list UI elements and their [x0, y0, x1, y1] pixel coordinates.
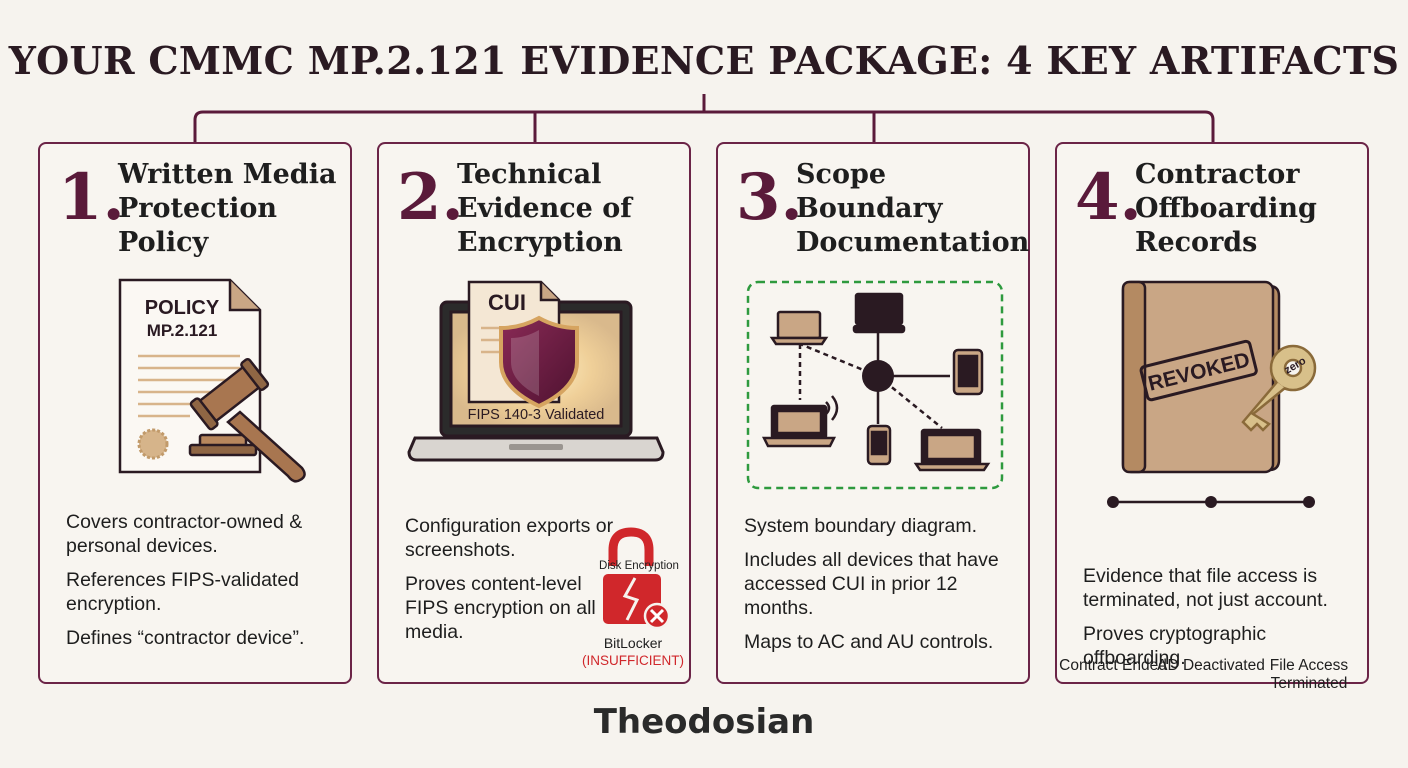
insufficient-label: (INSUFFICIENT) — [582, 653, 684, 668]
bullet: Defines “contractor device”. — [66, 627, 305, 649]
bullet: Proves cryptographic offboarding. — [1083, 623, 1267, 669]
bullet: Configuration exports or screenshots. — [405, 515, 614, 561]
card-heading: Technical Evidence of Encryption — [457, 159, 632, 258]
artifact-card-offboarding: 4. Contractor Offboarding Records REVOKE… — [1055, 142, 1369, 692]
card-heading: Written Media Protection Policy — [118, 159, 337, 258]
doc-title: POLICY — [145, 297, 220, 319]
page-title: YOUR CMMC MP.2.121 EVIDENCE PACKAGE: 4 K… — [8, 38, 1400, 83]
bitlocker-label: BitLocker — [604, 635, 663, 651]
artifact-card-scope: 3. Scope Boundary Documentation — [716, 142, 1030, 684]
policy-document-gavel-icon: POLICY MP.2.121 — [118, 278, 306, 483]
card-number: 1. — [58, 160, 125, 235]
bullet: Evidence that file access is terminated,… — [1083, 565, 1328, 611]
bullet: Maps to AC and AU controls. — [744, 631, 994, 653]
validation-label: FIPS 140-3 Validated — [468, 407, 605, 423]
timeline-label: File Access Terminated — [1269, 657, 1349, 692]
lock-label: Disk Encryption — [599, 560, 679, 572]
connector-lines — [193, 94, 1215, 142]
timeline — [1107, 496, 1315, 508]
card-heading: Contractor Offboarding Records — [1135, 159, 1317, 258]
file-label: CUI — [488, 290, 526, 315]
card-heading: Scope Boundary Documentation — [796, 159, 1030, 258]
bullet: Covers contractor-owned & personal devic… — [66, 511, 303, 557]
doc-code: MP.2.121 — [147, 321, 218, 340]
artifact-card-encryption: 2. Technical Evidence of Encryption CUI — [377, 142, 691, 684]
network-boundary-icon — [746, 280, 1004, 490]
timeline-label: Contract Ended — [1059, 657, 1167, 674]
laptop-shield-icon: CUI FIPS 140-3 Validated — [407, 280, 665, 462]
card-number: 4. — [1075, 160, 1142, 235]
bullet: Proves content-level FIPS encryption on … — [405, 573, 596, 643]
bullet: System boundary diagram. — [744, 515, 978, 537]
artifact-card-policy: 1. Written Media Protection Policy POLIC… — [38, 142, 352, 684]
bullet: References FIPS-validated encryption. — [66, 569, 300, 615]
timeline-label: AD Deactivated — [1157, 657, 1265, 674]
bullet: Includes all devices that have accessed … — [744, 549, 999, 619]
card-number: 3. — [736, 160, 803, 235]
card-number: 2. — [397, 160, 464, 235]
revoked-folder-key-icon: REVOKED zero — [1107, 280, 1317, 508]
brand-name: Theodosian — [593, 702, 815, 742]
broken-lock-icon: Disk Encryption BitLocker (INSUFFICIENT) — [582, 527, 684, 668]
